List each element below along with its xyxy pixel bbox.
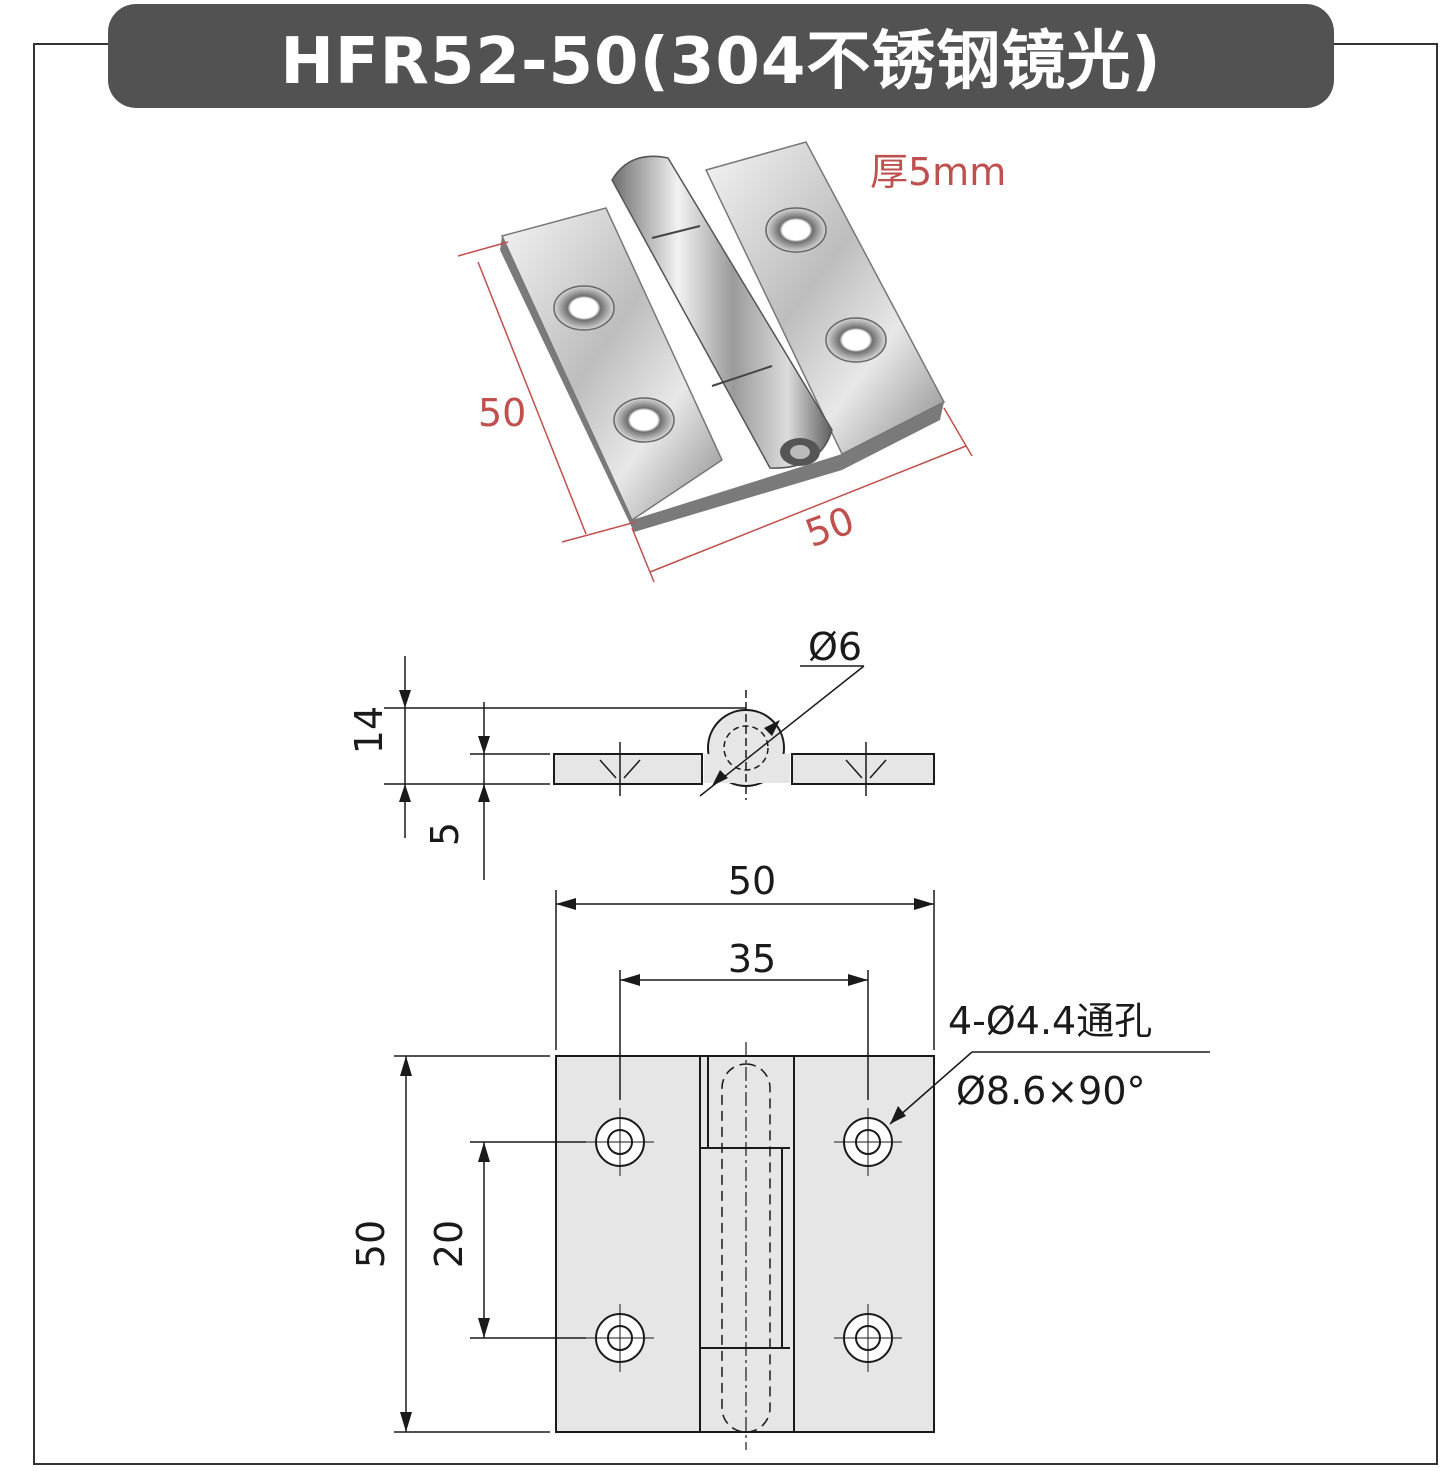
hole-vertical-spacing-label: 20: [427, 1220, 471, 1268]
photo-thickness-label: 厚5mm: [870, 150, 1006, 194]
front-view-leaves: [555, 1055, 935, 1433]
hole-callout-line2: Ø8.6×90°: [956, 1069, 1146, 1113]
overall-height-label: 14: [347, 706, 391, 754]
page-title: HFR52-50(304不锈钢镜光): [280, 25, 1162, 99]
overall-height-label: 50: [349, 1220, 393, 1268]
overall-width-label: 50: [728, 859, 776, 903]
hole-callout-line1: 4-Ø4.4通孔: [948, 999, 1152, 1043]
pin-diameter-label: Ø6: [808, 625, 862, 669]
leaf-thickness-label: 5: [423, 822, 467, 846]
title-banner: HFR52-50(304不锈钢镜光): [108, 4, 1334, 108]
hole-spacing-label: 35: [728, 937, 776, 981]
countersunk-hole-icon: [553, 207, 887, 443]
hinge-right-leaf: [704, 141, 946, 456]
hinge-leaf-edge: [500, 236, 944, 532]
front-view-knuckles: [700, 1056, 790, 1349]
photo-dimension-lines: [457, 241, 973, 583]
hinge-left-leaf: [500, 207, 723, 522]
photo-height-label: 50: [478, 391, 526, 435]
